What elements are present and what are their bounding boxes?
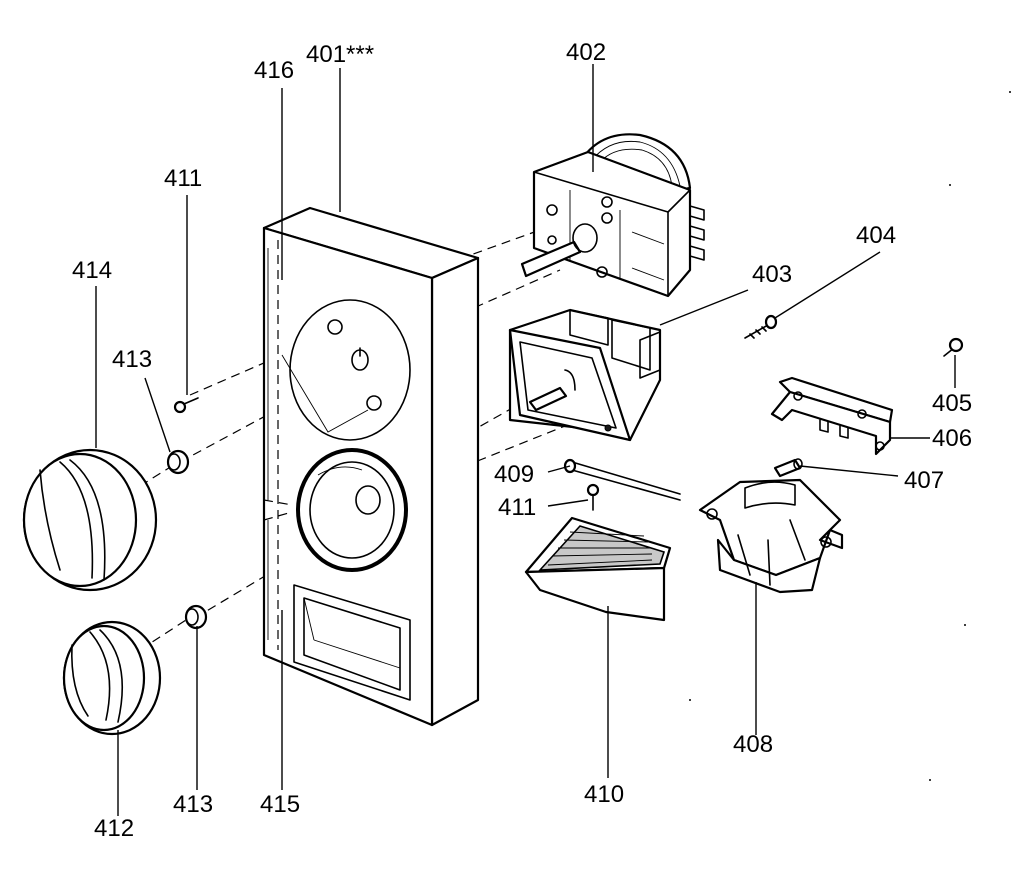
callout-labels: 401*** 402 403 404 405 406 407 408 409 4… bbox=[72, 39, 972, 842]
label-415: 415 bbox=[260, 791, 300, 818]
label-405: 405 bbox=[932, 390, 972, 417]
bushing-413-lower bbox=[184, 604, 208, 630]
leader-lines bbox=[95, 64, 956, 816]
bracket-406 bbox=[770, 376, 894, 456]
timer-402 bbox=[520, 133, 705, 298]
label-409: 409 bbox=[494, 461, 534, 488]
screw-411-mid bbox=[586, 483, 600, 511]
label-408: 408 bbox=[733, 731, 773, 758]
label-412: 412 bbox=[94, 815, 134, 842]
label-403: 403 bbox=[752, 261, 792, 288]
knob-414 bbox=[22, 448, 158, 592]
front-panel-401 bbox=[262, 206, 480, 727]
label-404: 404 bbox=[856, 222, 896, 249]
screw-411-top bbox=[173, 397, 199, 414]
push-button-410 bbox=[524, 516, 672, 622]
label-402: 402 bbox=[566, 39, 606, 66]
bushing-413-upper bbox=[166, 449, 190, 475]
scan-dot bbox=[949, 184, 951, 186]
pin-407 bbox=[773, 458, 803, 478]
label-413-lower: 413 bbox=[173, 791, 213, 818]
switch-403 bbox=[508, 308, 662, 442]
scan-dot bbox=[1009, 91, 1011, 93]
label-411-top: 411 bbox=[164, 165, 202, 192]
knob-412 bbox=[62, 620, 162, 736]
label-416: 416 bbox=[254, 57, 294, 84]
rod-409 bbox=[563, 458, 681, 501]
bracket-408 bbox=[698, 478, 844, 594]
scan-dot bbox=[964, 624, 966, 626]
label-414: 414 bbox=[72, 257, 112, 284]
scan-dot bbox=[929, 779, 931, 781]
label-401: 401*** bbox=[306, 41, 374, 68]
label-407: 407 bbox=[904, 467, 944, 494]
screw-404 bbox=[744, 314, 778, 339]
label-413-upper: 413 bbox=[112, 346, 152, 373]
scan-dot bbox=[689, 699, 691, 701]
label-406: 406 bbox=[932, 425, 972, 452]
label-411-mid: 411 bbox=[498, 494, 536, 521]
screw-405 bbox=[943, 337, 964, 357]
label-410: 410 bbox=[584, 781, 624, 808]
